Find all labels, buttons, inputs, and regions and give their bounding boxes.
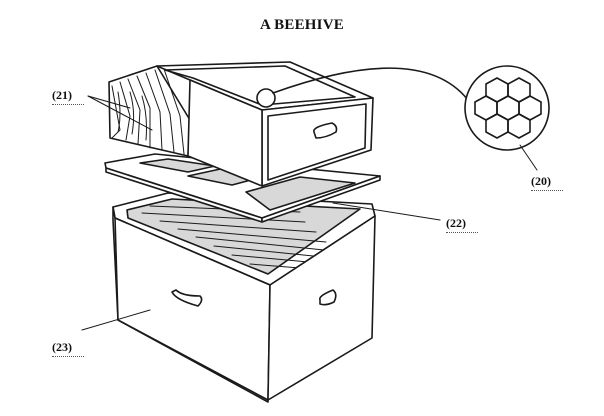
label-comb-detail: (20): [531, 174, 563, 191]
honey-super: [108, 61, 374, 187]
super-front-panel: [267, 103, 367, 181]
label-hive-body: (23): [52, 340, 84, 357]
leader-21-a: [87, 95, 131, 109]
frame-slats: [111, 68, 185, 155]
label-excluder: (22): [446, 216, 478, 233]
hive-body: [112, 192, 376, 403]
label-frames: (21): [52, 88, 84, 105]
comb-callout-origin: [256, 88, 276, 108]
leader-21-b: [87, 95, 153, 131]
diagram-title: A BEEHIVE: [260, 17, 344, 33]
comb-leader-line: [519, 144, 538, 171]
side-handle: [318, 289, 337, 306]
honeycomb-cells: [474, 77, 542, 139]
leader-lines: [81, 95, 441, 331]
front-handle: [171, 289, 203, 307]
leader-23: [81, 309, 151, 331]
excluder-panel-right: [245, 176, 356, 211]
leader-22: [332, 202, 441, 221]
comb-detail: [272, 65, 550, 171]
super-handle: [313, 122, 338, 139]
callout-line: [272, 67, 469, 101]
comb-detail-circle: [464, 65, 550, 151]
